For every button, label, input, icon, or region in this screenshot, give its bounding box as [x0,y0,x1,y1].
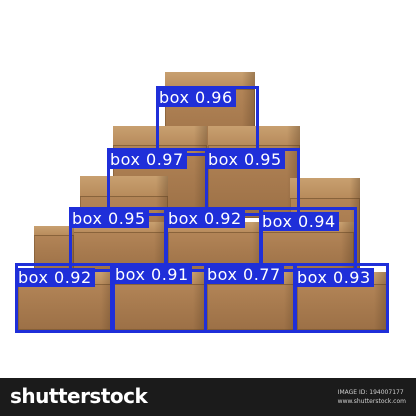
detection-box: box 0.97 [107,148,208,216]
photo-scene: box 0.96 box 0.97 box 0.95 box 0.95 box … [15,72,389,333]
detection-label: box 0.93 [294,268,374,287]
site-url: www.shutterstock.com [337,398,406,405]
detection-label: box 0.91 [112,265,192,284]
detection-box: box 0.94 [259,207,357,272]
detection-label: box 0.94 [259,212,339,231]
image-id: IMAGE ID: 194007177 [337,389,404,396]
detection-label: box 0.97 [107,150,187,169]
detection-box: box 0.92 [15,263,113,333]
detection-box: box 0.91 [112,263,207,333]
shutterstock-logo: shutterstock [10,384,148,408]
image-meta: IMAGE ID: 194007177 www.shutterstock.com [338,388,406,406]
detection-label: box 0.95 [205,150,285,169]
detection-label: box 0.95 [69,209,149,228]
detection-label: box 0.92 [165,209,245,228]
detection-box: box 0.95 [205,148,300,216]
cardboard-box [113,126,207,218]
detection-box: box 0.77 [204,263,296,333]
detection-label: box 0.77 [204,265,284,284]
watermark-bar: shutterstock IMAGE ID: 194007177 www.shu… [0,378,416,416]
detection-box: box 0.93 [294,263,389,333]
detection-box: box 0.96 [156,86,259,156]
detection-label: box 0.96 [156,88,236,107]
detection-label: box 0.92 [15,268,95,287]
detection-box: box 0.92 [165,207,263,272]
